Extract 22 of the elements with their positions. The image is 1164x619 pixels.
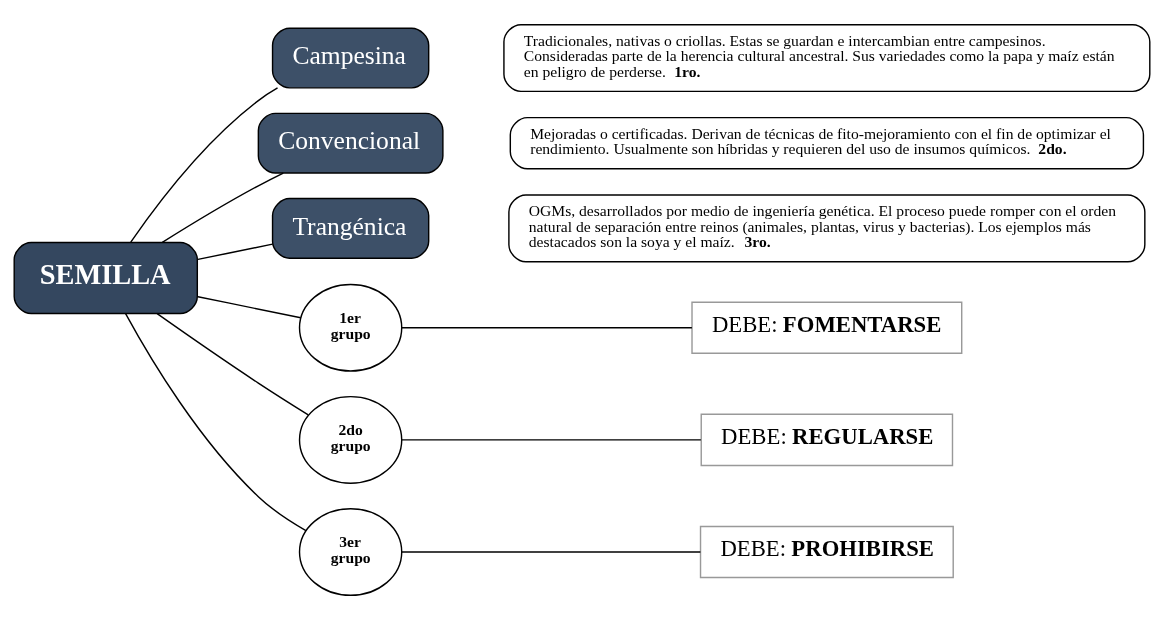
node-box: Campesina <box>271 27 430 89</box>
node-box: Convencional <box>257 112 444 174</box>
node-box: DEBE: PROHIBIRSE <box>699 525 954 578</box>
connector <box>197 242 274 260</box>
node-box: Mejoradas o certificadas. Derivan de técnicas de fito-mejoramiento con el fin de optimizar el rendimiento. Usualmente son híbridas y requieren del uso de insumos químicos. 2do. <box>509 116 1145 169</box>
node-box: Trangénica <box>271 197 430 259</box>
connector <box>197 295 302 318</box>
connector <box>161 171 284 243</box>
connector <box>124 312 307 531</box>
connector <box>401 326 693 328</box>
node-box: DEBE: FOMENTARSE <box>691 301 963 354</box>
connector <box>401 550 702 553</box>
node-box: Tradicionales, nativas o criollas. Estas se guardan e intercambian entre campesinos. Consideradas parte de la herencia cultural ancestral. Sus variedades como la papa y maíz están en peligro de perderse. 1ro. <box>503 23 1151 92</box>
connector <box>130 86 279 243</box>
node-ellipse: 1er grupo <box>298 283 403 372</box>
node-box: OGMs, desarrollados por medio de ingeniería genética. El proceso puede romper con el orden natural de separación entre reinos (animales, plantas, virus y bacterias). Los ejemplos más destacados son la soya y el maíz. 3ro. <box>508 193 1146 262</box>
node-box: DEBE: REGULARSE <box>700 413 954 466</box>
connector <box>401 438 702 441</box>
connector <box>156 312 309 416</box>
node-ellipse: 2do grupo <box>298 395 403 484</box>
node-ellipse: 3er grupo <box>298 507 403 596</box>
node-box: SEMILLA <box>13 241 198 314</box>
